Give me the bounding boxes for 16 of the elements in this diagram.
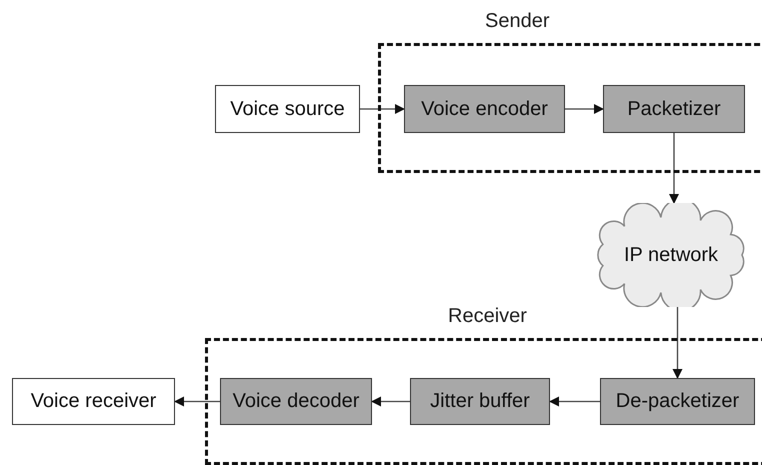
arrow bbox=[371, 396, 410, 406]
arrow bbox=[174, 396, 220, 406]
process-box: Jitter buffer bbox=[410, 378, 550, 425]
process-box: Voice decoder bbox=[220, 378, 372, 425]
arrow bbox=[672, 307, 682, 379]
process-box: Voice encoder bbox=[404, 85, 565, 133]
arrow bbox=[549, 396, 600, 406]
arrow bbox=[669, 133, 679, 204]
process-box: Voice source bbox=[215, 85, 360, 133]
group-title: Receiver bbox=[448, 305, 527, 328]
process-box: Packetizer bbox=[603, 85, 745, 133]
arrow bbox=[565, 104, 604, 114]
arrow bbox=[360, 104, 405, 114]
group-title: Sender bbox=[485, 10, 550, 33]
process-box: De-packetizer bbox=[600, 378, 755, 425]
process-box: Voice receiver bbox=[12, 378, 175, 425]
